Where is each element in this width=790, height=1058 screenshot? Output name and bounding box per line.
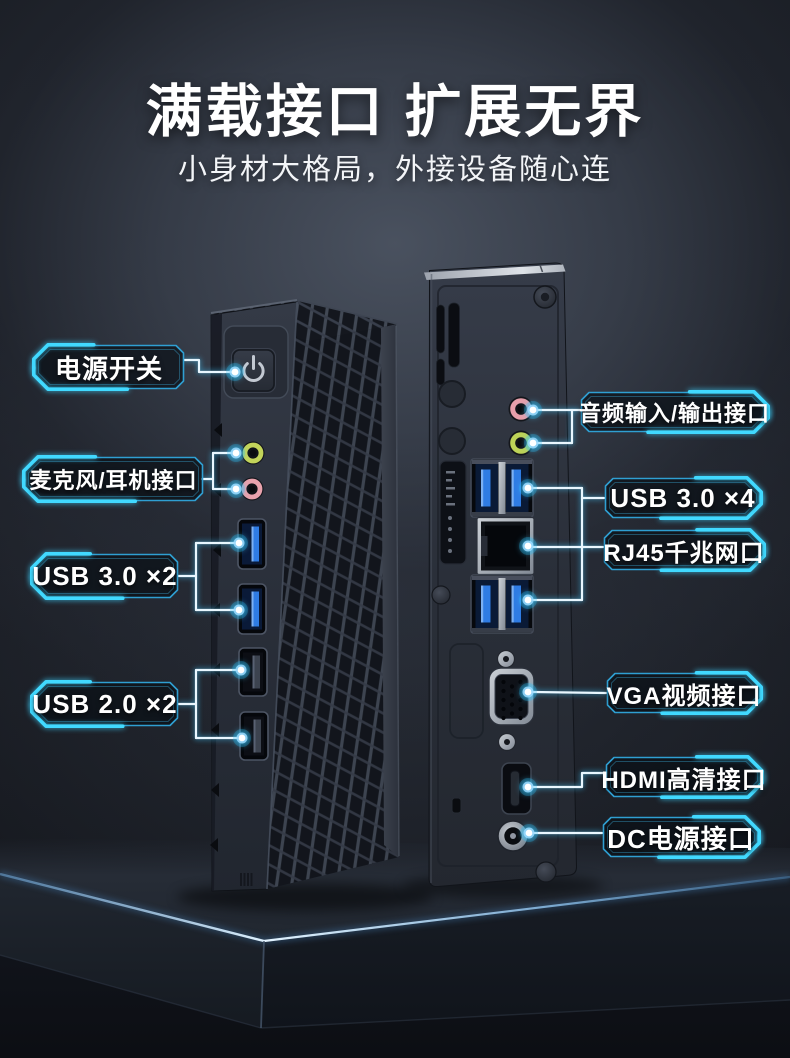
- panel-stamp: [449, 643, 484, 739]
- vga-pins: [501, 679, 523, 721]
- callout-power-switch: 电源开关: [31, 343, 185, 391]
- callout-vga: VGA视频接口: [606, 671, 763, 715]
- callout-frame: [580, 390, 770, 434]
- callout-usb3-x2: USB 3.0 ×2: [30, 552, 179, 600]
- callout-frame: [604, 476, 763, 520]
- callout-hdmi: HDMI高清接口: [601, 755, 767, 799]
- kensington-slot: [451, 797, 462, 814]
- callout-label: 电源开关: [54, 353, 163, 384]
- screw-mid-left: [431, 585, 451, 605]
- callout-mic-headphone: 麦克风/耳机接口: [22, 455, 204, 503]
- callout-frame: [606, 671, 763, 715]
- callout-usb2-x2: USB 2.0 ×2: [30, 680, 179, 728]
- callout-label: RJ45千兆网口: [603, 539, 765, 567]
- callout-label: DC电源接口: [607, 823, 755, 854]
- mic-jack[interactable]: [240, 477, 264, 501]
- callout-frame: [605, 755, 764, 799]
- callout-frame: [31, 343, 185, 391]
- screw-bottom-right: [535, 861, 557, 883]
- glow-dots: [226, 363, 542, 842]
- leader-vga: [531, 690, 608, 695]
- card-reader-column: [439, 460, 467, 565]
- screw-top-right: [533, 285, 557, 309]
- callout-dc-power: DC电源接口: [602, 815, 761, 859]
- front-usb3-port-2[interactable]: [237, 583, 267, 635]
- front-usb3-port-1[interactable]: [237, 518, 267, 570]
- callout-rj45: RJ45千兆网口: [603, 528, 766, 572]
- rear-usb3-block-1[interactable]: [470, 458, 534, 518]
- page-title: 满载接口 扩展无界: [145, 80, 645, 144]
- base-ribs: [240, 873, 253, 886]
- callout-label: HDMI高清接口: [601, 766, 767, 794]
- callout-frame: [22, 455, 204, 503]
- side-edge-strip: [381, 324, 399, 857]
- platform: [0, 838, 790, 1058]
- callout-frame: [603, 528, 766, 572]
- page-subtitle: 小身材大格局，外接设备随心连: [177, 154, 612, 186]
- platform-edge-glow: [0, 870, 790, 1029]
- callout-audio-io: 音频输入/输出接口: [578, 390, 771, 434]
- callout-usb3-x4: USB 3.0 ×4: [604, 476, 763, 520]
- callout-label: 音频输入/输出接口: [578, 401, 771, 426]
- top-bevel: [424, 264, 566, 280]
- front-tower: [210, 299, 400, 892]
- dc-jack[interactable]: [497, 820, 529, 852]
- floor: [0, 955, 790, 1058]
- rear-usb3-block-2[interactable]: [470, 574, 534, 634]
- callout-label: 麦克风/耳机接口: [29, 468, 198, 493]
- leader-power: [182, 358, 233, 374]
- vga-port[interactable]: [488, 649, 535, 752]
- leader-hdmi: [531, 771, 607, 789]
- front-usb2-port-2[interactable]: [239, 711, 269, 761]
- power-icon: [242, 355, 265, 382]
- callout-frame: [30, 680, 179, 728]
- headphone-jack[interactable]: [241, 441, 265, 465]
- rear-tower: [424, 262, 578, 888]
- callout-label: USB 3.0 ×2: [32, 560, 178, 591]
- platform-front-right: [261, 877, 790, 1028]
- front-usb2-port-1[interactable]: [238, 647, 268, 697]
- callout-label: USB 2.0 ×2: [32, 688, 178, 719]
- vent-slits: [436, 302, 460, 386]
- rj45-port[interactable]: [476, 516, 535, 576]
- antenna-hole-2: [438, 427, 466, 455]
- antenna-hole-1: [438, 380, 466, 408]
- callout-label: VGA视频接口: [606, 682, 762, 710]
- platform-front-left: [0, 874, 264, 1028]
- callout-label: USB 3.0 ×4: [610, 482, 756, 513]
- callout-frame: [30, 552, 179, 600]
- power-button[interactable]: [223, 325, 289, 399]
- callout-frame: [602, 815, 761, 859]
